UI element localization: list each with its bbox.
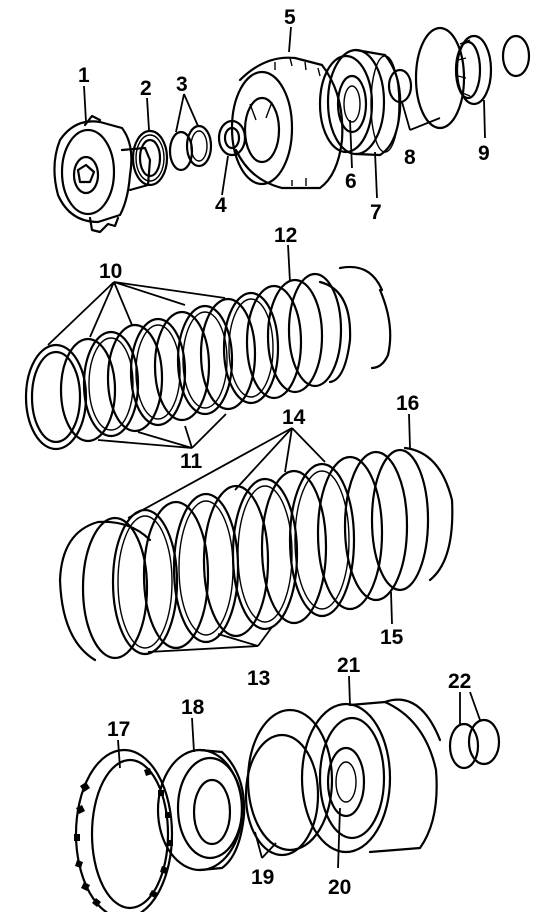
callout-5: 5 [284,6,296,29]
callout-4: 4 [215,194,227,217]
callout-11: 11 [180,450,203,473]
part-6-7-piston [318,48,402,157]
part-19-seals [244,708,334,857]
leader-lines [47,26,486,869]
callout-10: 10 [99,260,122,283]
callout-2: 2 [140,77,152,100]
part-9-retainer [454,34,531,106]
callout-18: 18 [181,696,205,719]
callout-17: 17 [107,718,130,741]
callout-1: 1 [78,64,90,87]
part-22-seals [448,718,501,770]
callout-numbers: 1 2 3 4 5 6 7 8 9 10 11 12 13 14 15 16 1… [78,6,490,899]
callout-9: 9 [478,142,490,165]
part-3-seals [168,124,213,172]
callout-20: 20 [328,876,351,899]
part-1-housing [53,114,152,234]
callout-7: 7 [370,201,382,224]
callout-14: 14 [282,406,306,429]
callout-22: 22 [448,670,471,693]
callout-21: 21 [337,654,361,677]
part-2-bearing [131,129,169,187]
part-18-piston [156,748,246,872]
callout-19: 19 [251,866,274,889]
callout-12: 12 [274,224,297,247]
clutch-pack-upper [24,265,392,451]
part-17-plate [74,748,174,912]
callout-3: 3 [176,73,188,96]
clutch-pack-lower [58,446,454,662]
callout-15: 15 [380,626,404,649]
callout-8: 8 [404,146,416,169]
part-5-drum [230,56,344,190]
part-20-21-housing [300,698,442,854]
callout-16: 16 [396,392,419,415]
callout-13: 13 [247,667,270,690]
callout-6: 6 [345,170,357,193]
